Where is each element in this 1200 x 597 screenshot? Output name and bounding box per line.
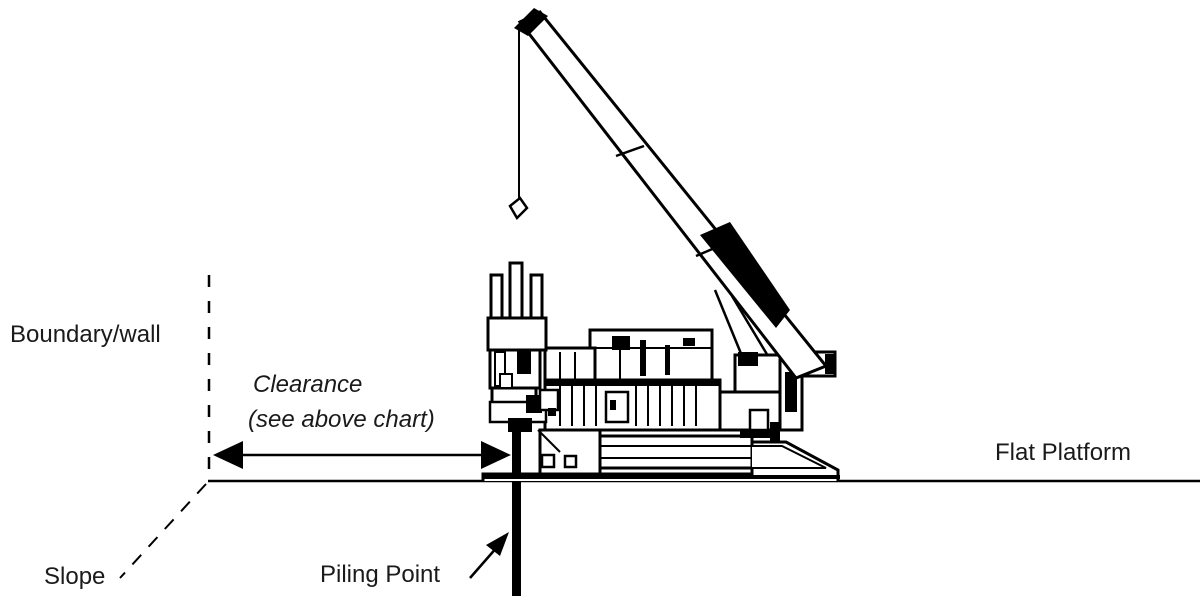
clearance-label: Clearance [253,371,362,398]
clearance-note-label: (see above chart) [248,406,435,433]
piling-rig [481,8,840,481]
flat-platform-label: Flat Platform [995,439,1131,466]
crane-boom [517,10,829,380]
hook-block [508,196,529,221]
clearance-arrow [213,441,511,469]
piling-point-arrow [469,532,509,579]
boundary-wall-label: Boundary/wall [10,321,161,348]
piling-point-label: Piling Point [320,561,440,588]
slope-line [119,483,207,579]
pile-shaft [512,430,521,596]
slope-label: Slope [44,563,105,590]
